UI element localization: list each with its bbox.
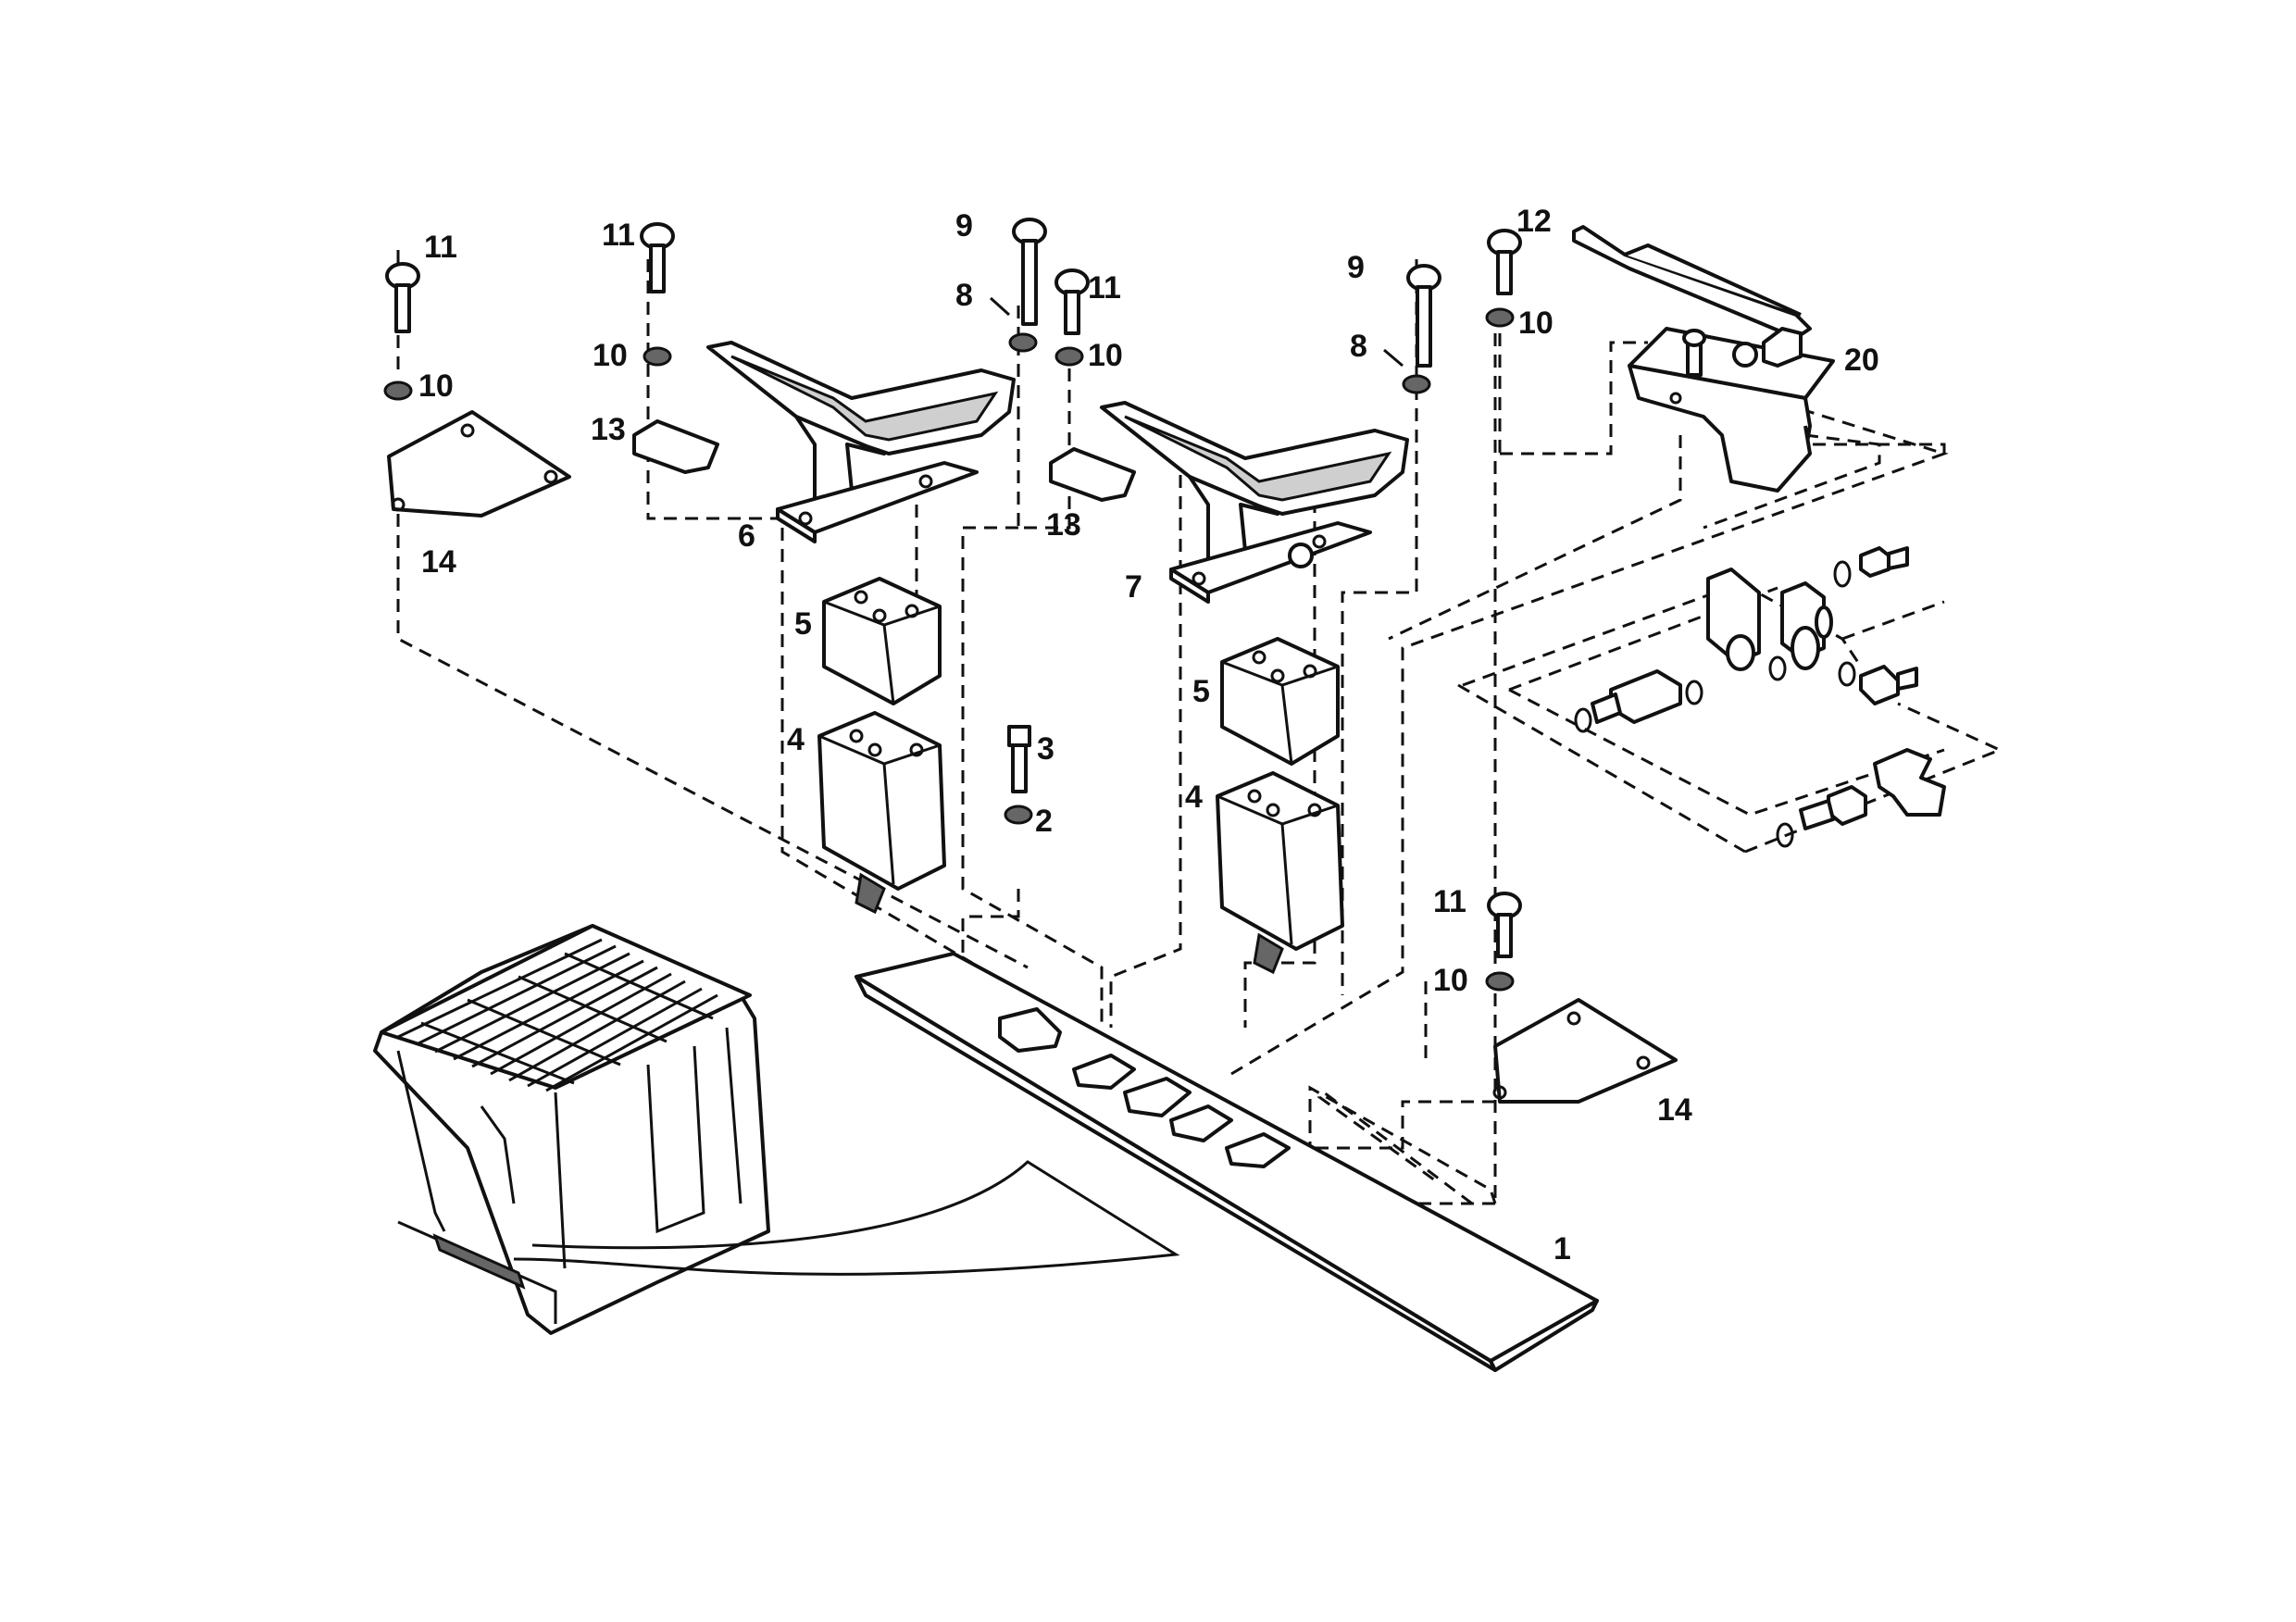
machine-frame-illustration	[373, 924, 770, 1335]
callout-13-right: 13	[1046, 507, 1081, 543]
callout-12: 12	[1516, 204, 1552, 239]
callout-11-c: 11	[1088, 270, 1121, 306]
bracket-13-right	[1049, 447, 1136, 502]
valve-4-left	[817, 711, 946, 915]
callout-10-e: 10	[1433, 963, 1468, 998]
callout-6: 6	[738, 518, 755, 554]
callout-7: 7	[1125, 569, 1142, 605]
callout-10-d: 10	[1518, 306, 1554, 341]
pedal-6	[706, 341, 1016, 543]
callout-14-right: 14	[1657, 1092, 1692, 1128]
callout-10-a: 10	[418, 368, 454, 404]
callout-13-left: 13	[591, 412, 626, 447]
callout-11-d: 11	[1433, 884, 1466, 919]
valve-4-right	[1216, 771, 1344, 975]
callout-labels: 1 2 3 4 4 5 5 6 7 8 8 9 9 10 10 10 10 10…	[418, 204, 1879, 1266]
callout-11-a: 11	[424, 230, 457, 265]
callout-10-b: 10	[593, 338, 628, 373]
mounting-plate-right	[1493, 998, 1678, 1104]
mounting-plate-left	[387, 410, 571, 518]
callout-1: 1	[1554, 1231, 1571, 1266]
pedal-7	[1100, 401, 1409, 604]
callout-9-right: 9	[1347, 250, 1365, 285]
callout-5-left: 5	[794, 606, 812, 642]
bracket-13-left	[632, 419, 719, 474]
callout-20: 20	[1844, 343, 1879, 378]
pedal-valve-20	[1572, 225, 1835, 493]
callout-5-right: 5	[1192, 674, 1210, 709]
callout-3: 3	[1037, 731, 1054, 767]
bolts-and-washers	[383, 218, 1522, 992]
floor-plate	[855, 952, 1599, 1372]
callout-8-right: 8	[1350, 329, 1367, 364]
callout-4-left: 4	[787, 722, 805, 757]
hydraulic-fittings	[1574, 546, 1946, 848]
callout-4-right: 4	[1185, 780, 1203, 815]
block-5-right	[1220, 637, 1340, 766]
callout-8-left: 8	[955, 278, 973, 313]
callout-2: 2	[1035, 804, 1053, 839]
callout-10-c: 10	[1088, 338, 1123, 373]
callout-9-left: 9	[955, 208, 973, 243]
callout-11-b: 11	[602, 218, 635, 253]
callout-14-left: 14	[421, 544, 456, 580]
detail-callout-swoosh	[513, 1160, 1180, 1276]
block-5-left	[822, 577, 942, 705]
